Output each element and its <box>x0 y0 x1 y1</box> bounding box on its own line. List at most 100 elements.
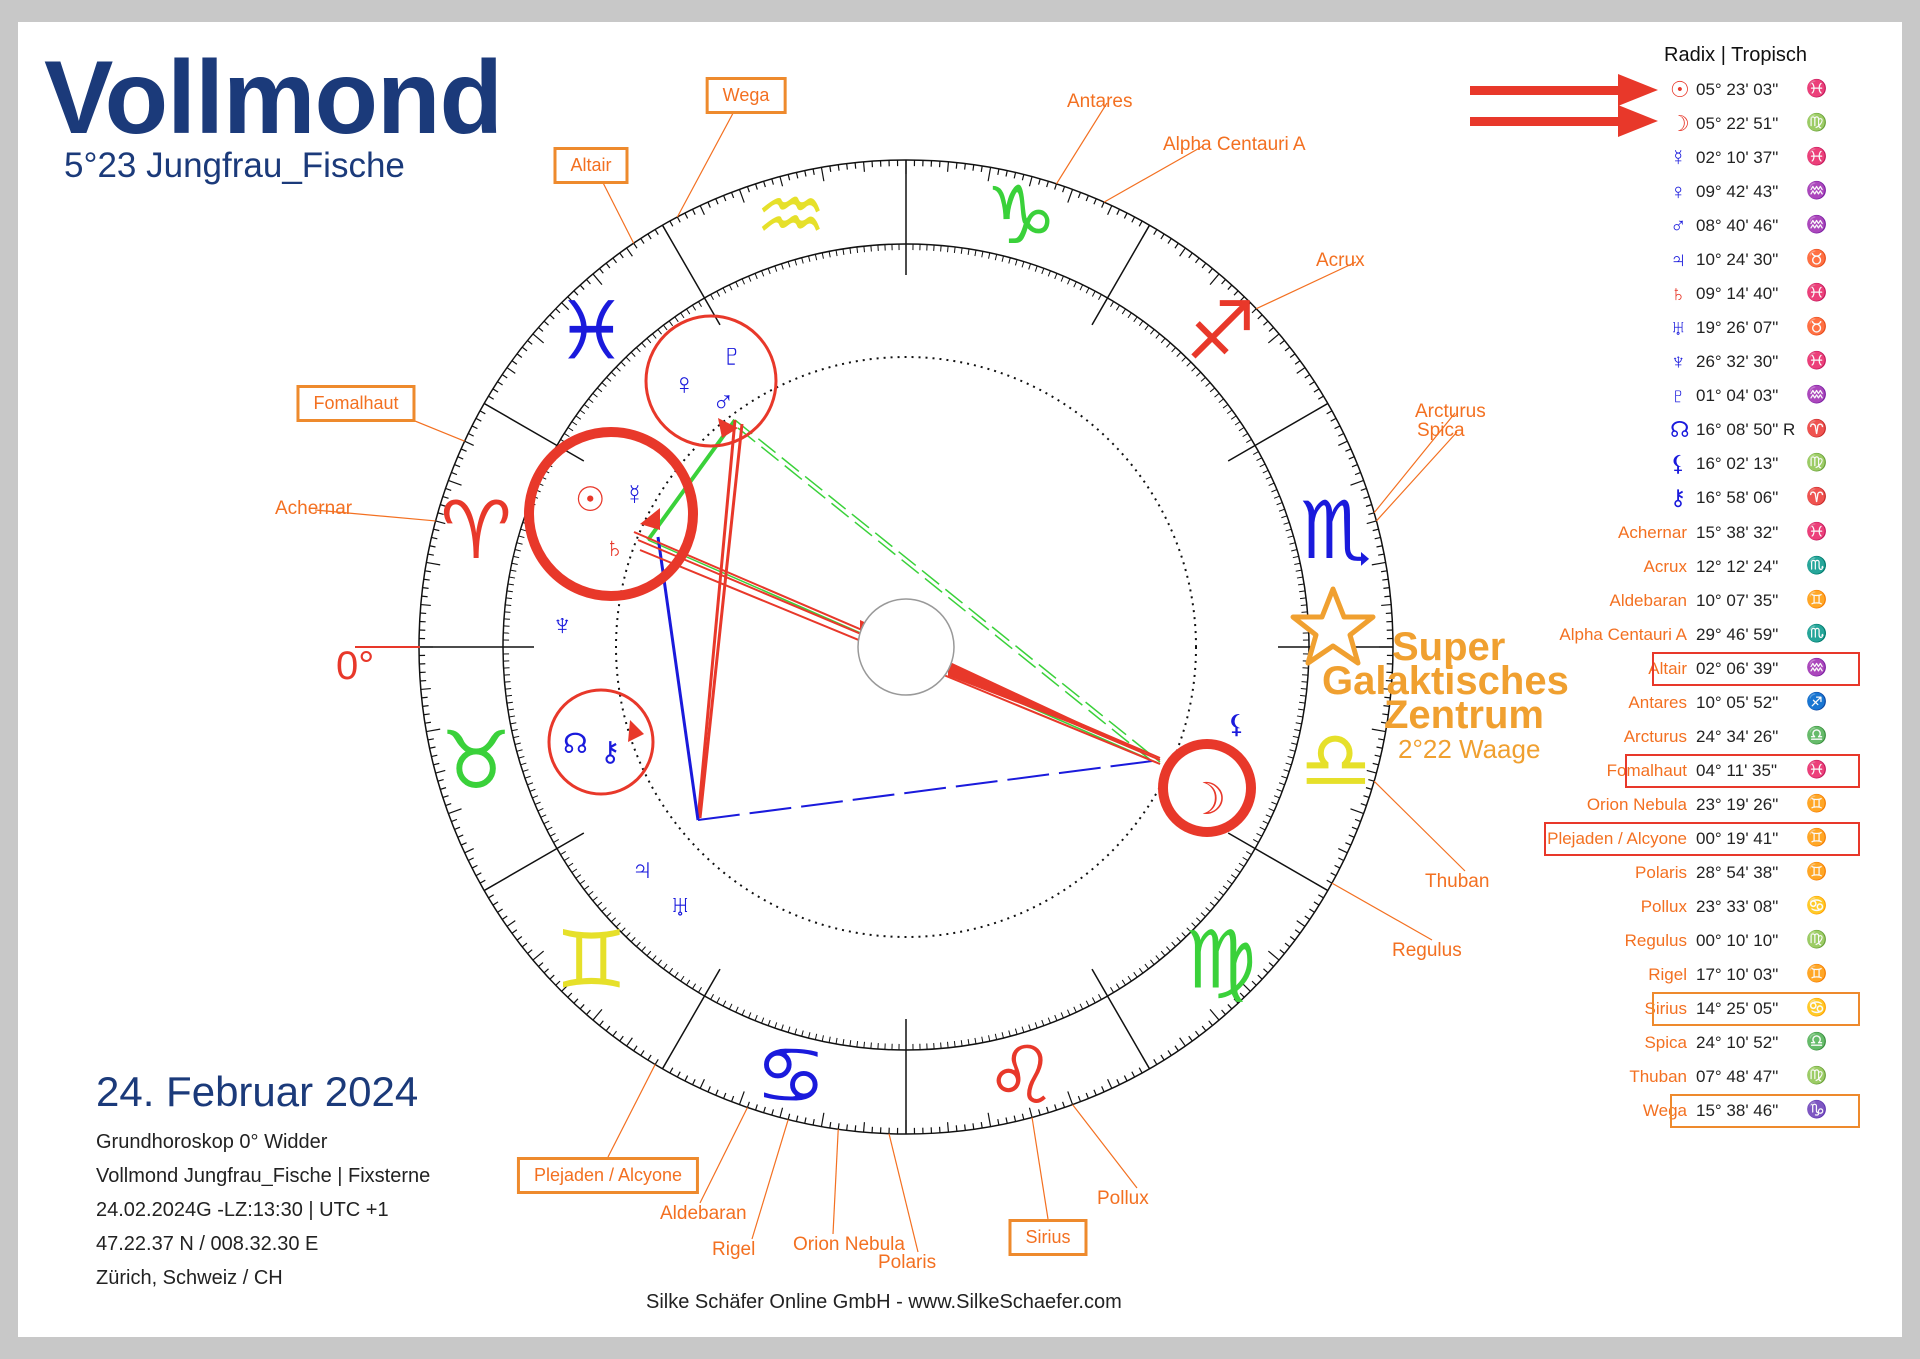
degree-tick <box>654 1058 659 1065</box>
degree-tick <box>1295 722 1302 725</box>
degree-tick <box>835 1037 838 1044</box>
degree-tick <box>647 233 652 240</box>
degree-tick <box>1259 463 1266 468</box>
degree-tick <box>1041 268 1045 275</box>
star-label-regulus: Regulus <box>1392 940 1462 961</box>
table-row: ☿02° 10' 37"♓ <box>0 145 1920 175</box>
degree-tick <box>527 782 534 786</box>
degree-tick <box>583 885 590 890</box>
degree-tick <box>538 962 544 967</box>
degree-tick <box>1166 946 1171 952</box>
degree-tick <box>870 1042 872 1049</box>
degree-tick <box>814 254 818 261</box>
star-name: Aldebaran <box>1609 591 1687 610</box>
star-name: Plejaden / Alcyone <box>1547 829 1687 848</box>
position-value: 19° 26' 07" <box>1696 318 1779 337</box>
degree-tick <box>1222 885 1229 890</box>
degree-tick <box>579 284 585 290</box>
degree-tick <box>1289 935 1296 941</box>
degree-tick <box>787 261 791 268</box>
degree-tick <box>1079 1003 1084 1010</box>
degree-tick <box>795 172 799 179</box>
star-label-aldebaran: Aldebaran <box>660 1203 747 1224</box>
table-header: Radix | Tropisch <box>1664 44 1808 66</box>
degree-tick <box>1209 901 1216 907</box>
degree-tick <box>1227 284 1233 290</box>
degree-tick <box>626 247 633 257</box>
degree-tick <box>1174 242 1179 249</box>
degree-tick <box>738 1091 745 1105</box>
degree-tick <box>1116 1079 1121 1085</box>
degree-tick <box>1285 762 1292 766</box>
degree-tick <box>1265 814 1272 818</box>
degree-tick <box>507 583 514 586</box>
degree-tick <box>674 971 679 978</box>
degree-tick <box>1218 398 1224 403</box>
degree-tick <box>686 979 691 986</box>
degree-tick <box>1138 967 1144 974</box>
position-value: 16° 08' 50" R <box>1696 420 1796 439</box>
degree-tick <box>579 409 586 415</box>
degree-tick <box>1021 1026 1025 1033</box>
degree-tick <box>1116 209 1121 215</box>
planet-glyph: ☿ <box>1670 145 1687 170</box>
degree-tick <box>1121 979 1126 986</box>
degree-tick <box>588 891 594 896</box>
footer-credit: Silke Schäfer Online GmbH - www.SilkeSch… <box>646 1291 1122 1313</box>
degree-tick <box>863 246 865 253</box>
info-line: Zürich, Schweiz / CH <box>96 1267 283 1289</box>
degree-tick <box>549 974 555 980</box>
degree-tick <box>437 512 444 515</box>
degree-tick <box>1077 192 1082 199</box>
degree-tick <box>1038 1109 1041 1116</box>
degree-tick <box>1350 808 1364 815</box>
degree-tick <box>1326 410 1333 415</box>
degree-tick <box>771 1109 774 1116</box>
star-name: Regulus <box>1624 931 1687 950</box>
degree-tick <box>1150 959 1155 965</box>
degree-tick <box>1060 275 1064 282</box>
degree-tick <box>1107 1079 1113 1089</box>
degree-tick <box>555 980 561 986</box>
table-row: ♂08° 40' 46"♒ <box>0 213 1920 243</box>
degree-tick <box>1271 489 1278 493</box>
planet-glyph: ♄ <box>1670 281 1687 306</box>
degree-tick <box>723 1092 727 1099</box>
degree-tick <box>1233 290 1239 296</box>
star-label-acrux: Acrux <box>1316 250 1365 271</box>
degree-tick <box>676 216 681 223</box>
degree-tick <box>1298 583 1305 586</box>
degree-tick <box>1299 701 1306 704</box>
degree-tick <box>563 433 570 438</box>
degree-tick <box>606 376 612 382</box>
degree-tick <box>668 320 674 327</box>
sign-divider <box>483 402 558 447</box>
degree-tick <box>1034 265 1038 272</box>
degree-tick <box>448 479 462 486</box>
degree-tick <box>1196 371 1202 377</box>
degree-tick <box>1062 1101 1066 1108</box>
degree-tick <box>730 192 735 199</box>
degree-tick <box>1242 856 1249 861</box>
degree-tick <box>1273 495 1280 499</box>
degree-tick <box>1268 962 1274 967</box>
degree-tick <box>596 387 603 393</box>
sign-glyph: ♈ <box>1806 487 1828 506</box>
degree-tick <box>1205 382 1211 387</box>
degree-tick <box>974 250 977 257</box>
degree-tick <box>610 371 616 377</box>
degree-tick <box>424 570 432 573</box>
degree-tick <box>497 908 503 913</box>
degree-tick <box>423 578 430 581</box>
degree-tick <box>610 917 616 923</box>
star-label-rigel: Rigel <box>712 1239 756 1260</box>
degree-tick <box>605 262 611 269</box>
degree-tick <box>972 1123 975 1130</box>
degree-tick <box>1093 198 1097 205</box>
zodiac-signs: ♈♓♒♑♐♏♎♍♌♋♊♉ <box>440 169 1371 1122</box>
degree-tick <box>692 304 697 311</box>
